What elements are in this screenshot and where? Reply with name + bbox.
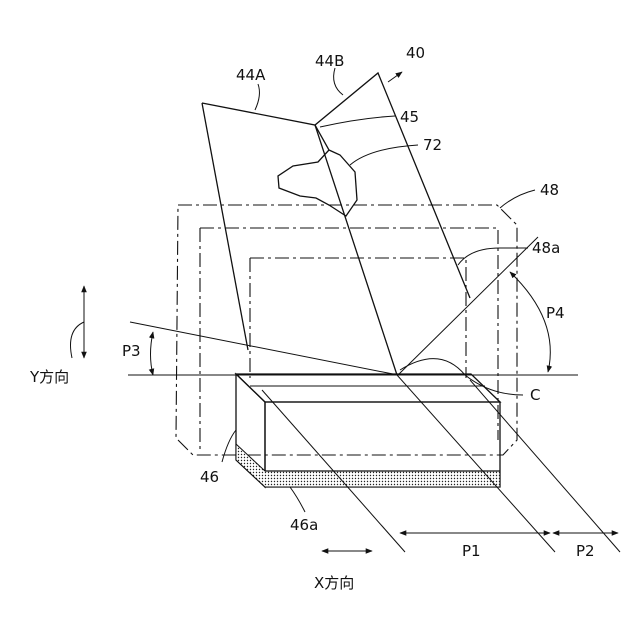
label-46a: 46a: [290, 516, 318, 534]
leader-44B: [334, 68, 343, 95]
label-Y-direction: Y方向: [29, 368, 69, 386]
angle-arc-p4: [510, 272, 550, 372]
label-P3: P3: [122, 342, 141, 360]
label-P2: P2: [576, 542, 595, 560]
incline-line-p3: [130, 322, 398, 375]
leader-C: [400, 359, 523, 395]
label-48a: 48a: [532, 239, 560, 257]
workpiece-front-top-edge: [236, 374, 500, 402]
projection-line-right: [470, 380, 620, 552]
leader-44A: [255, 84, 259, 110]
angle-arc-p3: [151, 332, 154, 375]
label-45: 45: [400, 108, 419, 126]
label-44A: 44A: [236, 66, 266, 84]
label-P4: P4: [546, 304, 565, 322]
label-72: 72: [423, 136, 442, 154]
blade-outline: [202, 73, 470, 350]
label-46: 46: [200, 468, 219, 486]
label-44B: 44B: [315, 52, 344, 70]
label-X-direction: X方向: [314, 574, 354, 592]
leader-72: [350, 145, 418, 165]
blade-cut-edge: [315, 125, 397, 375]
leader-40: [388, 72, 402, 82]
label-40: 40: [406, 44, 425, 62]
label-48: 48: [540, 181, 559, 199]
leader-46a: [290, 487, 305, 512]
y-direction-leader: [71, 322, 85, 358]
leader-48: [500, 190, 535, 208]
holder-inner-frame: [200, 228, 498, 452]
blade-notch-72: [278, 125, 357, 216]
holder-window-48a: [250, 258, 466, 378]
workpiece-base-layer-46a: [236, 444, 500, 487]
leader-45: [320, 116, 395, 127]
leader-46: [222, 430, 236, 462]
label-C: C: [530, 386, 540, 404]
label-P1: P1: [462, 542, 481, 560]
